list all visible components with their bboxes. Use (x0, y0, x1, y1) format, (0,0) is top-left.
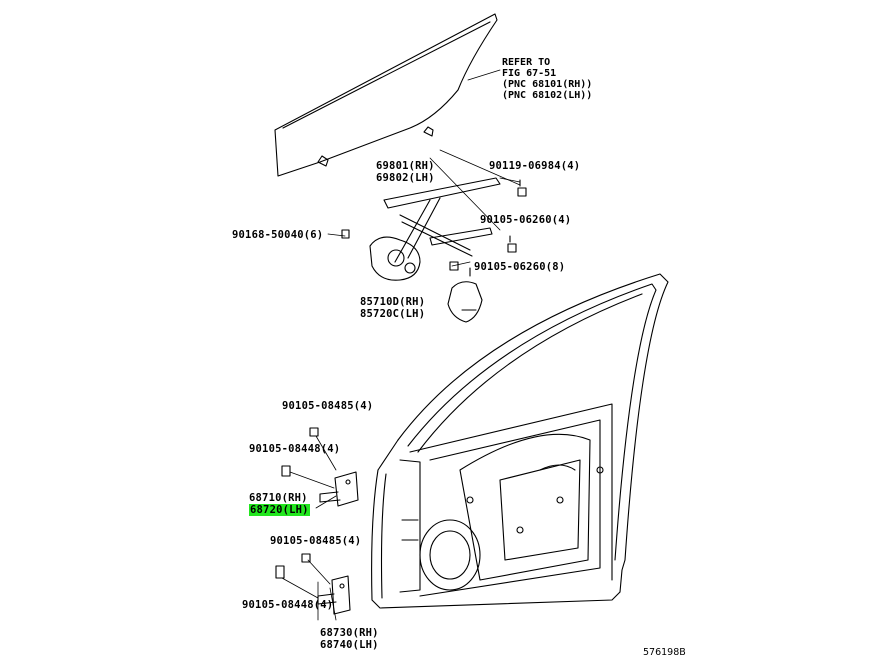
refer-note-line4: (PNC 68102(LH)) (502, 90, 593, 101)
highlighted-part[interactable]: 68720(LH) (249, 504, 310, 516)
refer-note-line3: (PNC 68101(RH)) (502, 79, 593, 90)
label-bolt-90105-06260-upper[interactable]: 90105-06260(4) (480, 214, 572, 226)
window-motor (447, 267, 483, 323)
label-bolt-90105-08448-upper[interactable]: 90105-08448(4) (249, 443, 341, 455)
door-frame (371, 273, 669, 609)
label-regulator-rh[interactable]: 69801(RH) (376, 160, 435, 172)
label-bolt-90119-06984[interactable]: 90119-06984(4) (489, 160, 581, 172)
leader-lines-upper (327, 69, 521, 267)
bolt-90105-08485-upper (309, 427, 319, 437)
upper-hinge (319, 471, 359, 507)
label-bolt-90105-06260-lower[interactable]: 90105-06260(8) (474, 261, 566, 273)
label-hinge-lower-lh[interactable]: 68740(LH) (320, 639, 379, 651)
label-motor-rh[interactable]: 85710D(RH) (360, 296, 426, 308)
label-hinge-lower-rh[interactable]: 68730(RH) (320, 627, 379, 639)
label-hinge-upper-rh[interactable]: 68710(RH) (249, 492, 308, 504)
door-glass (274, 13, 498, 177)
label-bolt-90105-08448-lower[interactable]: 90105-08448(4) (242, 599, 334, 611)
label-bolt-90105-08485-lower[interactable]: 90105-08485(4) (270, 535, 362, 547)
window-regulator (369, 177, 501, 281)
bolt-90105-06260-upper (507, 235, 517, 253)
refer-note-line1: REFER TO (502, 57, 551, 68)
bolt-90105-08448-upper (281, 465, 291, 477)
bolt-90105-06260-lower (449, 261, 459, 271)
label-hinge-upper-lh[interactable]: 68720(LH) (249, 504, 310, 516)
bolt-90105-08448-lower (275, 565, 285, 579)
bolt-90119-06984 (517, 179, 527, 197)
leader-lines-lower (281, 435, 337, 621)
figure-id: 576198B (643, 647, 686, 658)
label-regulator-lh[interactable]: 69802(LH) (376, 172, 435, 184)
refer-note-line2: FIG 67-51 (502, 68, 557, 79)
label-motor-lh[interactable]: 85720C(LH) (360, 308, 426, 320)
label-bolt-90105-08485-upper[interactable]: 90105-08485(4) (282, 400, 374, 412)
bolt-90168-50040 (341, 229, 350, 239)
label-bolt-90168-50040[interactable]: 90168-50040(6) (232, 229, 324, 241)
